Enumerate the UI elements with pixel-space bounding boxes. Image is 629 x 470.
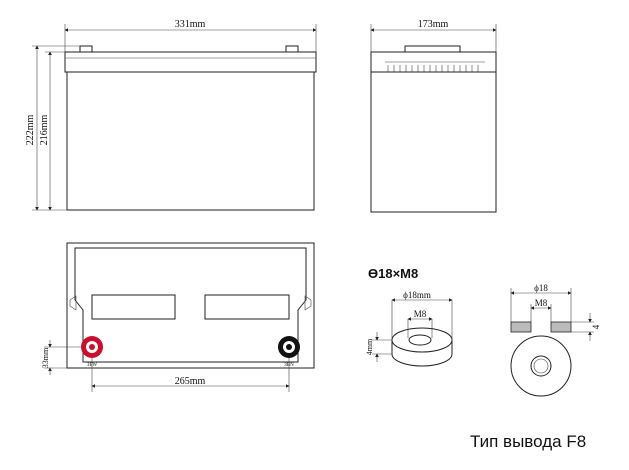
total-height-dimension: 222mm <box>25 115 36 146</box>
side-lid-ribs <box>385 61 485 72</box>
terminal-offset-dimension: 33mm <box>41 347 50 368</box>
side-body <box>370 71 497 213</box>
front-terminal-right <box>285 45 299 53</box>
width-dimension: 173mm <box>418 19 449 30</box>
section-right <box>550 321 572 333</box>
top-view: ЗБW ЗBN 265mm 33mm <box>41 242 315 392</box>
terminal-type-caption: Тип вывода F8 <box>470 432 587 451</box>
terminal-plan-hole <box>530 355 552 377</box>
front-view: 331mm 222mm 216mm <box>25 19 317 211</box>
side-view: 173mm <box>370 19 497 213</box>
terminal-plan-thread <box>533 358 549 374</box>
outer-diameter-dimension: ϕ18mm <box>403 290 431 300</box>
section-left <box>510 321 532 333</box>
battery-body <box>66 71 315 211</box>
top-inner-outline <box>74 247 307 363</box>
clip-left <box>69 295 77 311</box>
side-height-dimension: 4 <box>591 324 601 329</box>
front-terminal-left <box>79 45 93 53</box>
side-outer-diameter-dimension: ϕ18 <box>534 283 548 293</box>
bolt-dimension: M8 <box>414 309 427 319</box>
terminal-plan-outer <box>510 335 572 397</box>
terminal-hole-top <box>408 334 432 346</box>
length-dimension: 331mm <box>175 19 206 30</box>
side-handle <box>404 45 461 53</box>
container-height-dimension: 216mm <box>39 115 50 146</box>
battery-lid <box>64 51 317 73</box>
side-bolt-dimension: M8 <box>535 298 548 308</box>
top-outline <box>66 242 315 369</box>
terminal-ring-side <box>391 340 453 367</box>
height-dimension: 4mm <box>365 338 374 355</box>
terminal-spec: ϴ18×M8 <box>368 266 418 281</box>
clip-right <box>304 295 312 311</box>
terminal-ring-top <box>391 327 453 353</box>
label-panel-right <box>204 294 290 320</box>
terminal-spacing-dimension: 265mm <box>175 376 206 387</box>
terminal-detail: ϴ18×M8 ϕ18mm M8 4mm ϕ18 M8 4 <box>365 266 601 397</box>
label-panel-left <box>91 294 176 320</box>
